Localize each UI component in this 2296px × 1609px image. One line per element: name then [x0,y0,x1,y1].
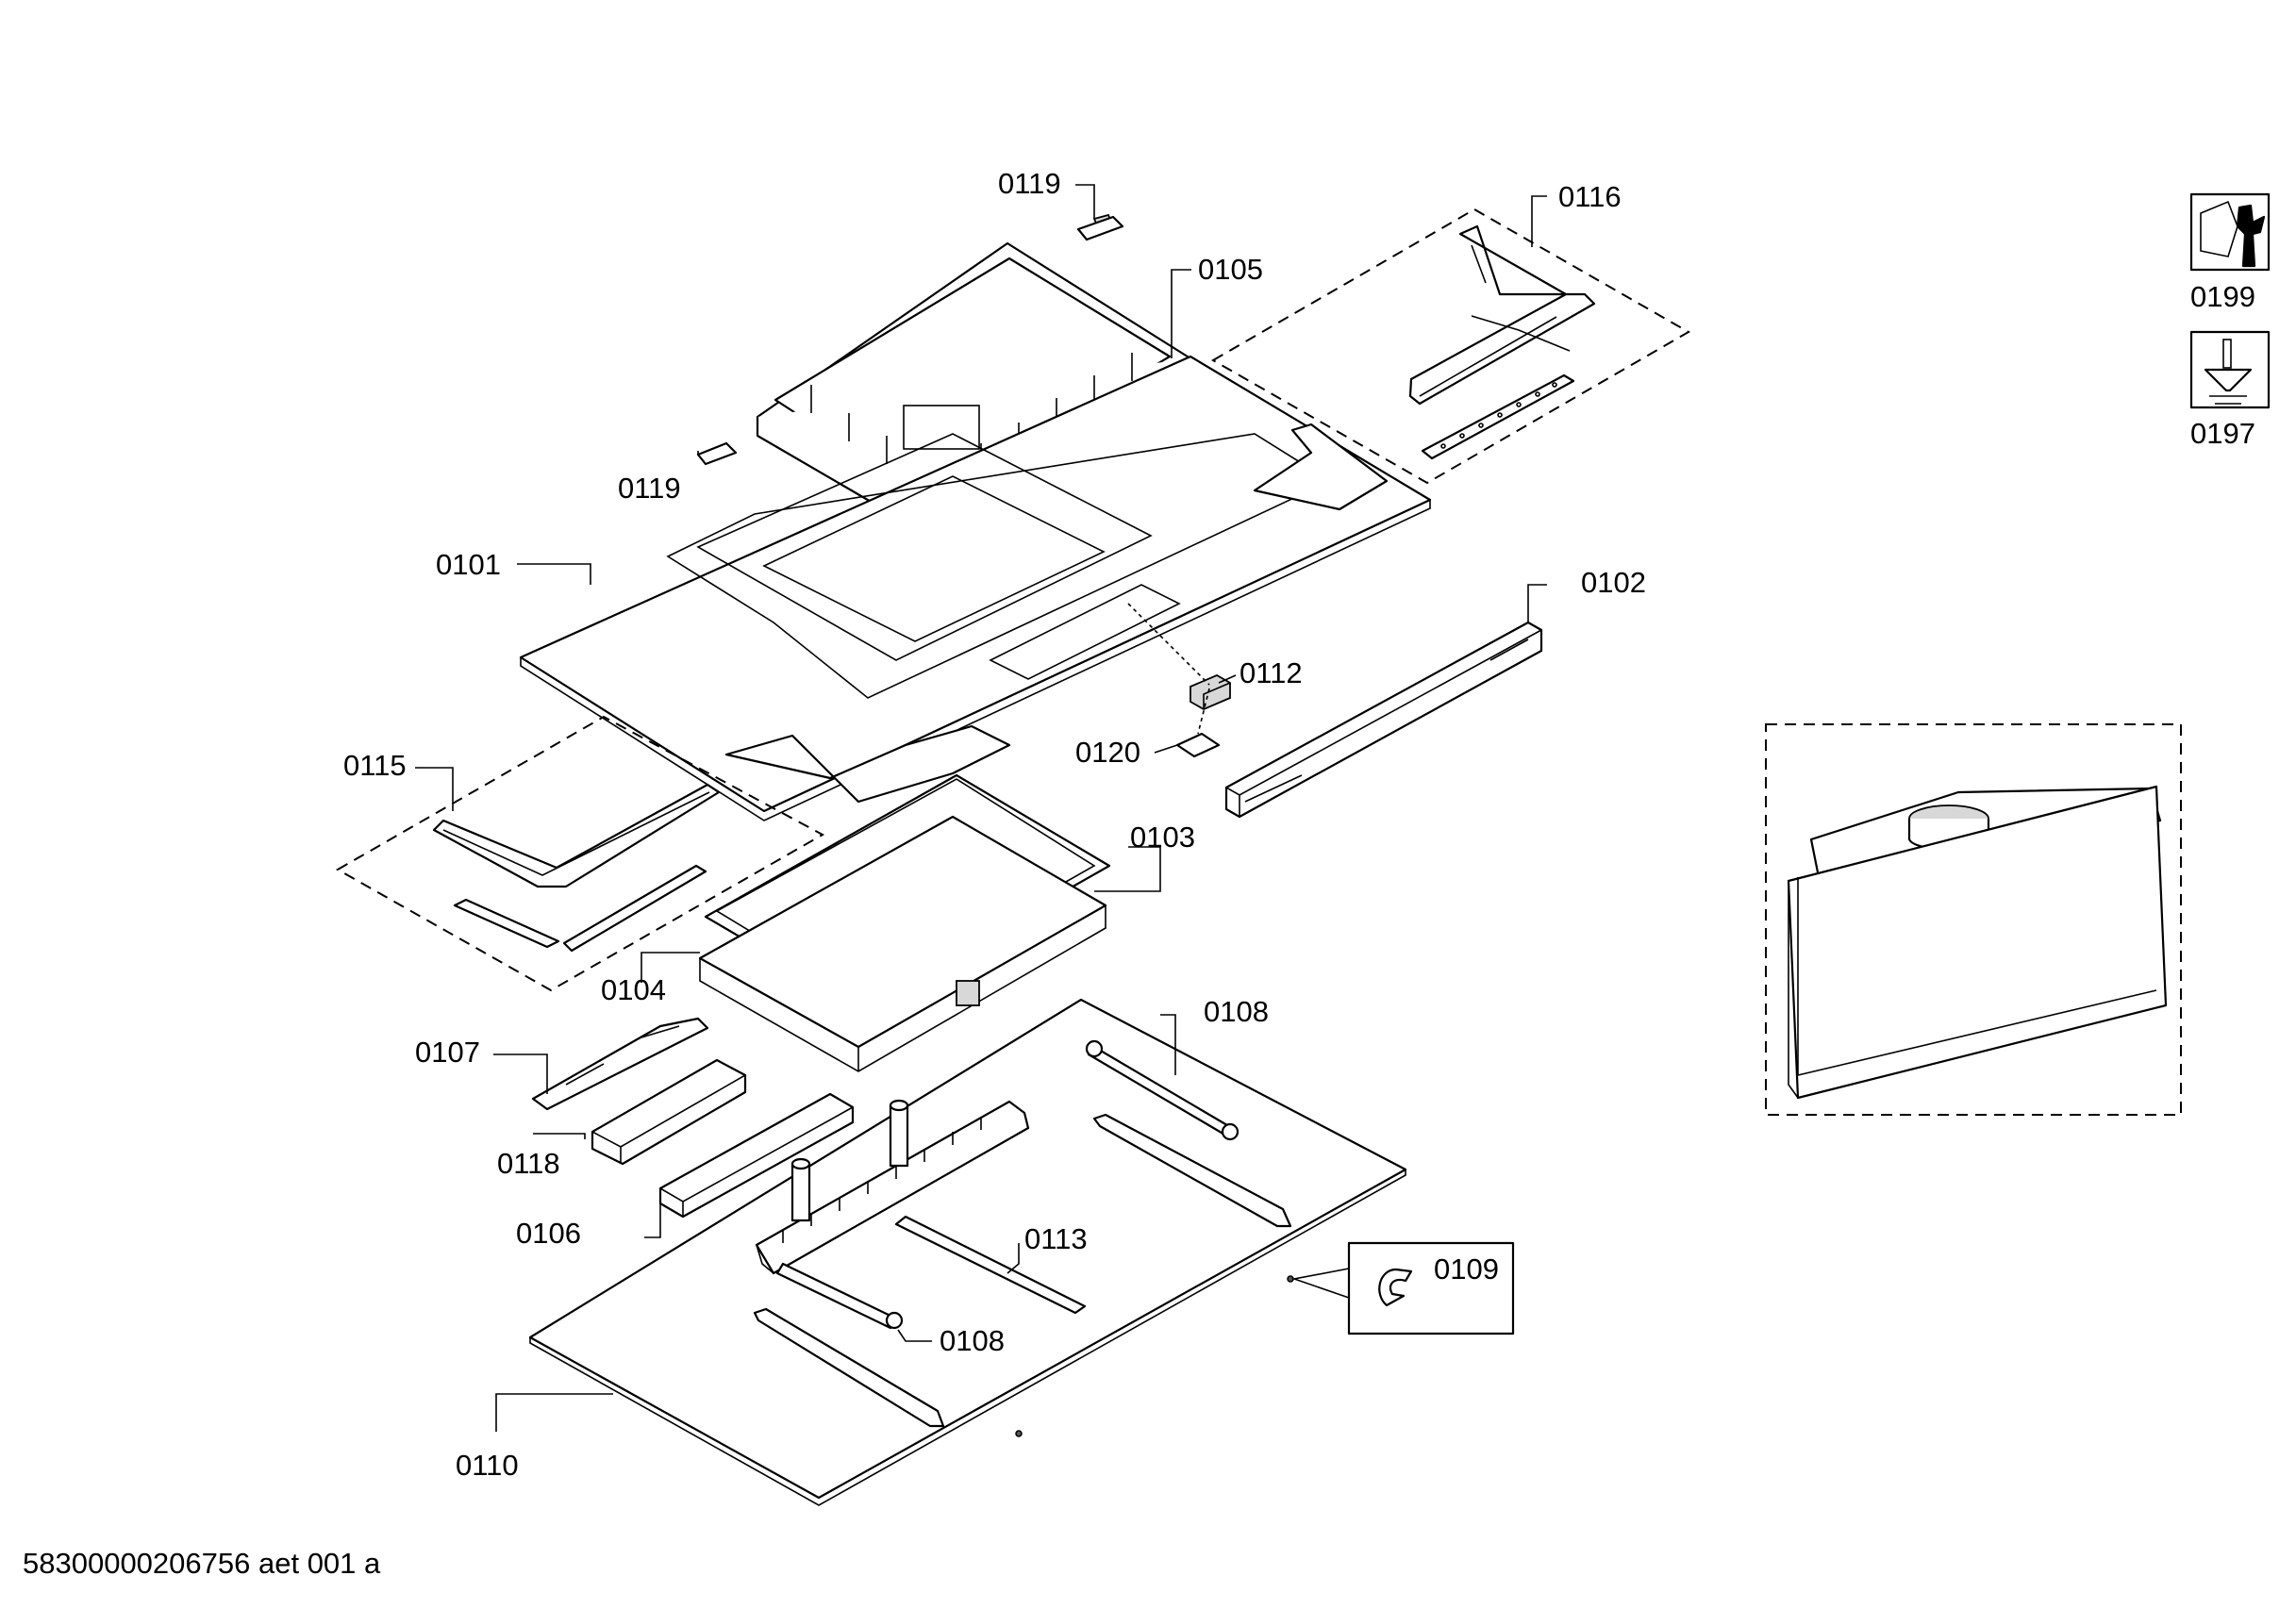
label-0199: 0199 [2190,280,2255,313]
rail-0102 [1224,621,1543,819]
label-0104: 0104 [601,973,666,1006]
label-0110: 0110 [456,1449,519,1482]
label-0113: 0113 [1024,1222,1088,1255]
connector-0112 [1190,673,1231,711]
label-0119-top: 0119 [998,167,1061,200]
nut-wrench-icon [2189,192,2271,272]
bracket-0107 [531,1017,709,1111]
label-0105: 0105 [1198,253,1263,286]
label-0106: 0106 [516,1217,581,1250]
detail-0109 [1290,1241,1515,1335]
label-0115: 0115 [343,749,407,782]
label-0118: 0118 [497,1147,560,1180]
label-0107: 0107 [415,1036,480,1069]
frame-0105 [756,213,1192,541]
label-0109: 0109 [1434,1252,1499,1286]
tray-0104 [698,815,1107,1072]
kit-0115 [335,715,825,992]
label-0101: 0101 [436,548,501,581]
label-0103: 0103 [1130,821,1195,854]
clip-0119-top [1076,215,1124,241]
screw-icon [2189,330,2271,409]
base-0110 [528,998,1407,1506]
housing-0118 [591,1058,747,1166]
cooktop-0101 [519,355,1432,821]
leader-lines [415,184,1547,1432]
label-0112: 0112 [1240,656,1303,689]
label-0119-left: 0119 [618,472,681,505]
label-0197: 0197 [2190,417,2255,450]
document-id: 58300000206756 aet 001 a [23,1547,381,1580]
label-0102: 0102 [1581,566,1646,599]
guide-line [1127,603,1210,735]
kit-0116 [1210,207,1691,485]
label-0108-bottom: 0108 [940,1324,1005,1357]
part-labels: 0119 0105 0116 0119 0101 0102 0112 0120 … [343,167,2255,1482]
label-0116: 0116 [1558,180,1622,213]
label-0120: 0120 [1075,736,1140,769]
clip-0119-left [696,441,738,466]
overview-inset [1765,723,2182,1116]
label-0108-top: 0108 [1204,995,1269,1028]
holder-0120 [1175,732,1221,758]
